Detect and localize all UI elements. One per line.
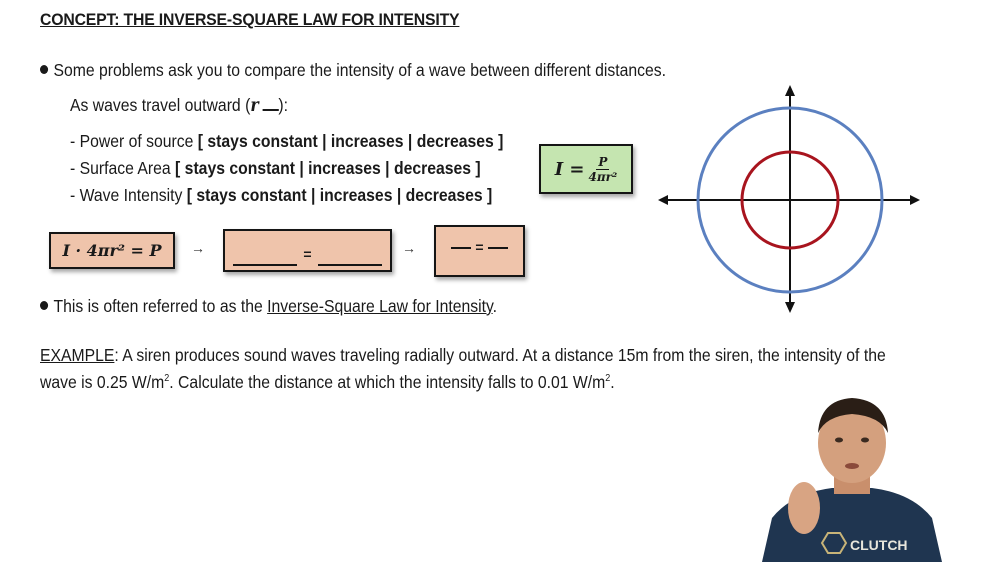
arrow-right-icon: → xyxy=(191,240,205,256)
blank-right xyxy=(487,245,508,249)
arrow-right-icon xyxy=(910,195,920,205)
arrow-left-icon xyxy=(658,195,668,205)
blank-left xyxy=(451,245,472,249)
equals-sign: = xyxy=(303,245,312,262)
waves-outward-prefix: As waves travel outward ( xyxy=(70,95,251,115)
page-title: CONCEPT: THE INVERSE-SQUARE LAW FOR INTE… xyxy=(40,10,460,29)
presenter-figure: CLUTCH xyxy=(762,398,942,562)
formula-box-ratio: = xyxy=(434,225,525,277)
property-options: [ stays constant | increases | decreases… xyxy=(186,185,493,205)
clutch-logo-icon xyxy=(820,532,848,554)
property-options: [ stays constant | increases | decreases… xyxy=(197,131,504,151)
property-label: - Wave Intensity xyxy=(70,185,187,205)
formula-lhs: I = xyxy=(554,158,585,180)
example-line2-c: . xyxy=(610,371,615,392)
inverse-square-law-term: Inverse-Square Law for Intensity xyxy=(267,296,493,316)
property-options: [ stays constant | increases | decreases… xyxy=(175,158,481,178)
presenter-video: CLUTCH xyxy=(752,388,952,562)
example-line2-b: . Calculate the distance at which the in… xyxy=(169,371,606,392)
property-power: - Power of source [ stays constant | inc… xyxy=(70,131,503,152)
bullet-text: This is often referred to as the xyxy=(53,296,268,316)
formula-rearranged-text: I · 4πr² = P xyxy=(62,241,162,260)
answer-blank xyxy=(262,95,279,111)
property-wave-intensity: - Wave Intensity [ stays constant | incr… xyxy=(70,185,492,206)
formula-box-rearranged: I · 4πr² = P xyxy=(49,232,175,269)
outer-wavefront-circle xyxy=(696,106,884,294)
waves-outward-line: As waves travel outward (r): xyxy=(70,95,288,116)
blank-left xyxy=(233,262,298,266)
property-label: - Power of source xyxy=(70,131,198,151)
example-line1: : A siren produces sound waves traveling… xyxy=(114,345,886,365)
wave-circles-diagram xyxy=(658,85,920,313)
shirt-logo-text: CLUTCH xyxy=(850,537,908,553)
arrow-up-icon xyxy=(785,85,795,96)
property-surface-area: - Surface Area [ stays constant | increa… xyxy=(70,158,481,179)
property-label: - Surface Area xyxy=(70,158,176,178)
superscript: 2 xyxy=(164,373,170,384)
example-label: EXAMPLE xyxy=(40,345,115,365)
equals-sign: = xyxy=(475,239,484,255)
formula-numerator: P xyxy=(596,154,610,170)
formula-box-blank-equation: = xyxy=(223,229,392,272)
arrow-right-icon: → xyxy=(402,240,416,256)
blank-right xyxy=(317,262,382,266)
radius-variable: r xyxy=(250,96,259,116)
waves-outward-suffix: ): xyxy=(278,95,289,115)
bullet-compare-intensity: Some problems ask you to compare the int… xyxy=(40,60,666,81)
bullet-text: Some problems ask you to compare the int… xyxy=(53,60,667,80)
arrow-down-icon xyxy=(785,302,795,313)
formula-fraction: P 4πr² xyxy=(589,155,618,184)
bullet-icon xyxy=(40,300,49,310)
intensity-formula-box: I = P 4πr² xyxy=(539,144,633,194)
bullet-icon xyxy=(40,64,49,74)
example-problem: EXAMPLE: A siren produces sound waves tr… xyxy=(40,344,886,394)
axes xyxy=(658,85,920,313)
bullet-suffix: . xyxy=(492,296,498,316)
superscript: 2 xyxy=(605,373,611,384)
example-line2-a: wave is 0.25 W/m xyxy=(40,371,165,392)
formula-denominator: 4πr² xyxy=(588,169,618,184)
bullet-inverse-square: This is often referred to as the Inverse… xyxy=(40,296,497,317)
inner-wavefront-circle xyxy=(740,150,840,250)
